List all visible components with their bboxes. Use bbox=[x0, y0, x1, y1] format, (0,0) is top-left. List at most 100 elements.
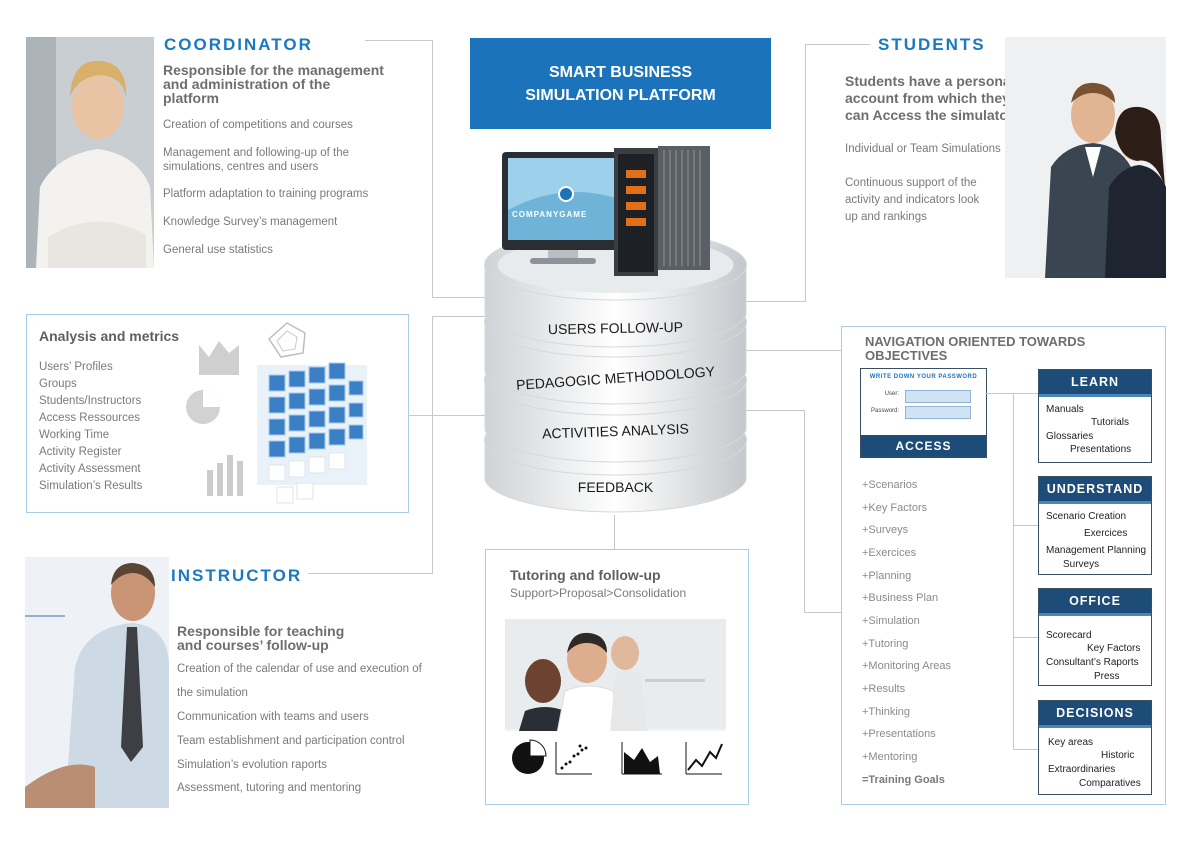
connector-line bbox=[432, 316, 488, 317]
nav-item[interactable]: +Scenarios bbox=[862, 479, 918, 491]
login-password-label: Password: bbox=[870, 408, 899, 414]
category-understand-title: UNDERSTAND bbox=[1039, 477, 1151, 504]
students-item: activity and indicators look bbox=[845, 194, 980, 206]
nav-item[interactable]: +Exercices bbox=[862, 547, 917, 559]
coordinator-heading-line-2: and administration of the bbox=[163, 76, 331, 92]
connector-line bbox=[432, 297, 488, 298]
category-office[interactable]: OFFICE Scorecard Key Factors Consultant’… bbox=[1038, 588, 1152, 686]
category-item: Presentations bbox=[1070, 444, 1132, 455]
category-learn-title: LEARN bbox=[1039, 370, 1151, 397]
login-user-label: User: bbox=[884, 391, 899, 397]
category-item: Key areas bbox=[1048, 737, 1094, 748]
connector-line bbox=[804, 612, 842, 613]
instructor-heading-line-2: and courses’ follow-up bbox=[177, 637, 329, 653]
category-item: Extraordinaries bbox=[1048, 764, 1116, 775]
instructor-item: the simulation bbox=[177, 687, 248, 699]
coordinator-item: General use statistics bbox=[163, 244, 273, 256]
instructor-heading-line-1: Responsible for teaching bbox=[177, 623, 345, 639]
pie-chart-icon bbox=[512, 739, 547, 774]
category-understand[interactable]: UNDERSTAND Scenario Creation Exercices M… bbox=[1038, 476, 1152, 575]
analysis-item: Users’ Profiles bbox=[39, 361, 113, 373]
students-item: Continuous support of the bbox=[845, 177, 977, 189]
connector-line bbox=[745, 350, 841, 351]
category-item: Tutorials bbox=[1091, 417, 1129, 428]
students-photo bbox=[1005, 37, 1166, 278]
nav-item[interactable]: +Surveys bbox=[862, 524, 909, 536]
connector-line bbox=[408, 415, 486, 416]
nav-item[interactable]: +Simulation bbox=[862, 615, 920, 627]
tutoring-subtitle: Support>Proposal>Consolidation bbox=[510, 586, 687, 600]
instructor-item: Team establishment and participation con… bbox=[177, 735, 405, 747]
connector-line bbox=[745, 410, 805, 411]
area-chart-icon bbox=[621, 742, 662, 775]
connector-line bbox=[1013, 393, 1014, 750]
nav-item[interactable]: +Tutoring bbox=[862, 638, 909, 650]
coordinator-item: Creation of competitions and courses bbox=[163, 119, 353, 131]
instructor-item: Creation of the calendar of use and exec… bbox=[177, 663, 422, 675]
nav-item[interactable]: +Key Factors bbox=[862, 502, 928, 514]
nav-item[interactable]: +Mentoring bbox=[862, 751, 918, 763]
database-layer-feedback: FEEDBACK bbox=[577, 479, 654, 495]
coordinator-heading-line-1: Responsible for the management bbox=[163, 62, 384, 78]
connector-line bbox=[432, 40, 433, 298]
nav-item[interactable]: +Planning bbox=[862, 570, 912, 582]
analysis-item: Simulation’s Results bbox=[39, 480, 143, 492]
connector-line bbox=[432, 316, 433, 574]
database-cylinder-illustration bbox=[484, 146, 747, 513]
category-item: Consultant’s Raports bbox=[1046, 657, 1139, 668]
nav-item[interactable]: +Presentations bbox=[862, 728, 936, 740]
access-button[interactable]: ACCESS bbox=[861, 435, 986, 457]
connector-line bbox=[1013, 749, 1038, 750]
category-item: Management Planning bbox=[1046, 545, 1147, 556]
analysis-item: Working Time bbox=[39, 429, 110, 441]
category-item: Key Factors bbox=[1087, 643, 1141, 654]
connector-line bbox=[1013, 525, 1038, 526]
coordinator-item: Knowledge Survey’s management bbox=[163, 216, 338, 228]
line-chart-icon bbox=[685, 742, 723, 775]
nav-item[interactable]: +Business Plan bbox=[862, 592, 939, 604]
category-item: Historic bbox=[1101, 750, 1135, 761]
platform-title-box: SMART BUSINESS SIMULATION PLATFORM bbox=[470, 38, 771, 129]
analysis-item: Activity Register bbox=[39, 446, 122, 458]
category-item: Glossaries bbox=[1046, 431, 1094, 442]
category-item: Scorecard bbox=[1046, 630, 1092, 641]
instructor-item: Simulation’s evolution raports bbox=[177, 759, 328, 771]
coordinator-item: simulations, centres and users bbox=[163, 161, 319, 173]
nav-item[interactable]: +Thinking bbox=[862, 706, 911, 718]
connector-line bbox=[614, 515, 615, 550]
category-item: Press bbox=[1094, 671, 1120, 682]
coordinator-title: COORDINATOR bbox=[164, 35, 313, 54]
tutoring-chart-icons bbox=[512, 739, 723, 775]
students-item: up and rankings bbox=[845, 211, 927, 223]
nav-item[interactable]: +Results bbox=[862, 683, 906, 695]
category-learn[interactable]: LEARN Manuals Tutorials Glossaries Prese… bbox=[1038, 369, 1152, 463]
instructor-item: Assessment, tutoring and mentoring bbox=[177, 782, 362, 794]
category-item: Exercices bbox=[1084, 528, 1128, 539]
analysis-item: Activity Assessment bbox=[39, 463, 141, 475]
platform-title-line-1: SMART BUSINESS bbox=[548, 64, 693, 81]
students-heading-line-2: account from which they bbox=[845, 90, 1010, 106]
connector-line bbox=[365, 40, 433, 41]
connector-line bbox=[805, 44, 870, 45]
analysis-item: Groups bbox=[39, 378, 77, 390]
login-box: WRITE DOWN YOUR PASSWORD User: Password:… bbox=[860, 368, 987, 458]
category-item: Scenario Creation bbox=[1046, 511, 1127, 522]
nav-item-training-goals[interactable]: =Training Goals bbox=[862, 774, 945, 786]
platform-title-line-2: SIMULATION PLATFORM bbox=[525, 87, 716, 104]
scatter-chart-icon bbox=[555, 742, 592, 775]
navigation-title-line-1: NAVIGATION ORIENTED TOWARDS bbox=[865, 334, 1086, 349]
navigation-title-line-2: OBJECTIVES bbox=[865, 348, 948, 363]
nav-item[interactable]: +Monitoring Areas bbox=[862, 660, 951, 672]
category-decisions[interactable]: DECISIONS Key areas Historic Extraordina… bbox=[1038, 700, 1152, 795]
category-office-title: OFFICE bbox=[1039, 589, 1151, 616]
students-heading-line-1: Students have a personal bbox=[845, 73, 1015, 89]
analysis-item: Students/Instructors bbox=[39, 395, 142, 407]
instructor-title: INSTRUCTOR bbox=[171, 566, 303, 585]
analysis-metrics-panel: Analysis and metrics Users’ Profiles Gro… bbox=[26, 314, 409, 513]
connector-line bbox=[804, 410, 805, 613]
login-password-input[interactable] bbox=[905, 406, 971, 419]
login-user-input[interactable] bbox=[905, 390, 971, 403]
connector-line bbox=[985, 393, 1038, 394]
coordinator-heading-line-3: platform bbox=[163, 90, 219, 106]
category-decisions-title: DECISIONS bbox=[1039, 701, 1151, 728]
